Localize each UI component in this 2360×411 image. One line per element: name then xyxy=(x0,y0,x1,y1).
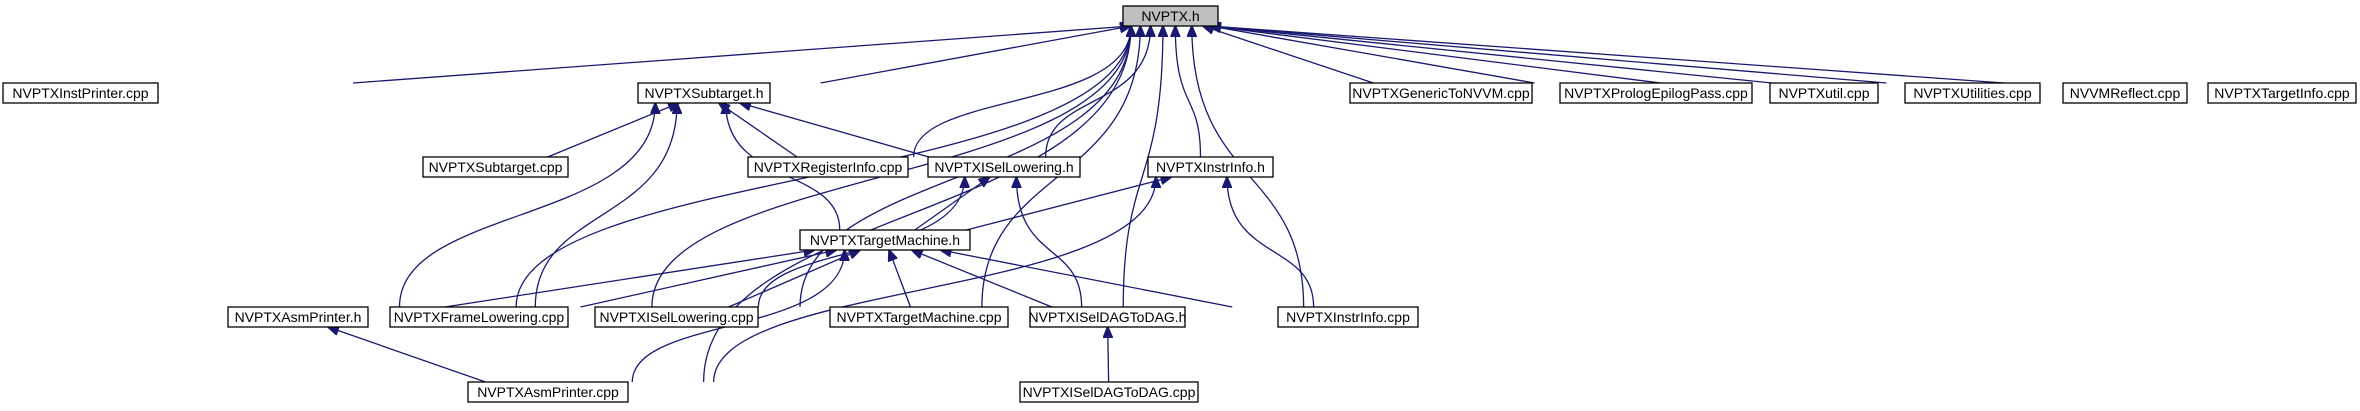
node-label: NVPTXGenericToNVVM.cpp xyxy=(1352,85,1530,101)
node-box[interactable] xyxy=(637,82,771,104)
node-box[interactable] xyxy=(2062,82,2188,104)
node-label: NVPTXTargetMachine.h xyxy=(810,232,960,248)
node-label: NVPTXSubtarget.cpp xyxy=(429,159,563,175)
node-box[interactable] xyxy=(2207,82,2357,104)
edge-nvptxasmprinter_cpp-to-nvptxinstrinfo_h xyxy=(712,177,1156,383)
node-nvptxgenerictonvvm_cpp[interactable]: NVPTXGenericToNVVM.cpp xyxy=(1349,82,1533,104)
node-box[interactable] xyxy=(747,156,909,178)
edge-nvptxutil_cpp-to-nvptx_h xyxy=(1210,26,1661,84)
edge-nvptxiseldagtodag_h-to-nvptx_h xyxy=(1122,26,1163,308)
node-label: NVPTXPrologEpilogPass.cpp xyxy=(1564,85,1748,101)
node-label: NVPTX.h xyxy=(1141,8,1199,24)
edge-nvptxasmprinter_h-to-nvptxsubtarget_h xyxy=(398,103,656,308)
node-box[interactable] xyxy=(422,156,569,178)
node-nvvmreflect_cpp[interactable]: NVVMReflect.cpp xyxy=(2062,82,2188,104)
node-nvptxtargetmachine_cpp[interactable]: NVPTXTargetMachine.cpp xyxy=(829,306,1009,328)
node-box[interactable] xyxy=(467,381,629,403)
node-nvptxsubtarget_h[interactable]: NVPTXSubtarget.h xyxy=(637,82,771,104)
node-box[interactable] xyxy=(799,229,971,251)
node-label: NVPTXISelLowering.h xyxy=(934,159,1073,175)
node-label: NVPTXutil.cpp xyxy=(1778,85,1869,101)
node-label: NVPTXFrameLowering.cpp xyxy=(394,309,565,325)
node-box[interactable] xyxy=(927,156,1081,178)
node-nvptxframelowering_cpp[interactable]: NVPTXFrameLowering.cpp xyxy=(389,306,569,328)
node-nvptxutilities_cpp[interactable]: NVPTXUtilities.cpp xyxy=(1904,82,2041,104)
node-box[interactable] xyxy=(389,306,569,328)
node-nvptxutil_cpp[interactable]: NVPTXutil.cpp xyxy=(1769,82,1879,104)
node-box[interactable] xyxy=(1904,82,2041,104)
node-box[interactable] xyxy=(594,306,759,328)
node-label: NVPTXAsmPrinter.h xyxy=(235,309,362,325)
node-box[interactable] xyxy=(829,306,1009,328)
node-label: NVPTXISelDAGToDAG.cpp xyxy=(1023,384,1196,400)
edge-nvptxprologepilogpass_cpp-to-nvptx_h xyxy=(1210,26,1535,84)
node-box[interactable] xyxy=(1029,306,1186,328)
node-nvptxtargetinfo_cpp[interactable]: NVPTXTargetInfo.cpp xyxy=(2207,82,2357,104)
node-nvptxisellowering_h[interactable]: NVPTXISelLowering.h xyxy=(927,156,1081,178)
node-nvptxinstrinfo_cpp[interactable]: NVPTXInstrInfo.cpp xyxy=(1277,306,1419,328)
node-label: NVPTXInstPrinter.cpp xyxy=(12,85,148,101)
node-label: NVPTXAsmPrinter.cpp xyxy=(477,384,619,400)
node-nvptxiseldagtodag_cpp[interactable]: NVPTXISelDAGToDAG.cpp xyxy=(1019,381,1199,403)
edge-nvptxisellowering_h-to-nvptx_h xyxy=(1044,26,1151,158)
node-label: NVPTXTargetInfo.cpp xyxy=(2214,85,2350,101)
node-label: NVVMReflect.cpp xyxy=(2070,85,2181,101)
node-box[interactable] xyxy=(1147,156,1274,178)
edge-nvptxtargetmachine_cpp-to-nvptxtargetmachine_h xyxy=(889,250,912,308)
node-nvptx_h[interactable]: NVPTX.h xyxy=(1122,5,1219,27)
node-label: NVPTXSubtarget.h xyxy=(644,85,763,101)
edge-nvptxframelowering_cpp-to-nvptxtargetmachine_h xyxy=(580,250,837,308)
edge-nvptxsubtarget_cpp-to-nvptxsubtarget_h xyxy=(547,103,679,158)
node-nvptxregisterinfo_cpp[interactable]: NVPTXRegisterInfo.cpp xyxy=(747,156,909,178)
edges-layer xyxy=(328,26,2005,383)
node-nvptxiseldagtodag_h[interactable]: NVPTXISelDAGToDAG.h xyxy=(1029,306,1187,328)
edge-nvptxtargetmachine_h-to-nvptxinstrinfo_h xyxy=(966,177,1171,231)
edge-nvvmreflect_cpp-to-nvptx_h xyxy=(1210,26,1887,84)
node-nvptxasmprinter_h[interactable]: NVPTXAsmPrinter.h xyxy=(227,306,369,328)
node-box[interactable] xyxy=(1349,82,1533,104)
edge-nvptxisellowering_cpp-to-nvptxtargetmachine_h xyxy=(728,250,860,308)
node-box[interactable] xyxy=(1019,381,1199,403)
node-label: NVPTXInstrInfo.h xyxy=(1156,159,1265,175)
edge-nvptxisellowering_h-to-nvptxsubtarget_h xyxy=(740,103,930,158)
node-nvptxsubtarget_cpp[interactable]: NVPTXSubtarget.cpp xyxy=(422,156,569,178)
node-nvptxasmprinter_cpp[interactable]: NVPTXAsmPrinter.cpp xyxy=(467,381,629,403)
node-nvptxtargetmachine_h[interactable]: NVPTXTargetMachine.h xyxy=(799,229,971,251)
edge-nvptxregisterinfo_cpp-to-nvptxsubtarget_h xyxy=(719,103,798,158)
node-nvptxprologepilogpass_cpp[interactable]: NVPTXPrologEpilogPass.cpp xyxy=(1559,82,1753,104)
edge-nvptxasmprinter_cpp-to-nvptxasmprinter_h xyxy=(328,327,486,383)
edge-nvptxframelowering_cpp-to-nvptxsubtarget_h xyxy=(534,103,677,308)
node-label: NVPTXRegisterInfo.cpp xyxy=(754,159,903,175)
node-box[interactable] xyxy=(227,306,369,328)
node-nvptxinstrinfo_h[interactable]: NVPTXInstrInfo.h xyxy=(1147,156,1274,178)
edge-nvptxinstrinfo_h-to-nvptx_h xyxy=(1175,26,1202,158)
node-label: NVPTXISelLowering.cpp xyxy=(599,309,753,325)
edge-nvptxtargetinfo_cpp-to-nvptx_h xyxy=(1210,26,2005,84)
edge-nvptxtargetmachine_h-to-nvptxisellowering_h xyxy=(914,177,990,231)
node-box[interactable] xyxy=(2,82,159,104)
node-label: NVPTXTargetMachine.cpp xyxy=(837,309,1002,325)
node-box[interactable] xyxy=(1559,82,1753,104)
edge-nvptxregisterinfo_cpp-to-nvptx_h xyxy=(912,26,1131,158)
node-label: NVPTXUtilities.cpp xyxy=(1913,85,2031,101)
node-box[interactable] xyxy=(1769,82,1879,104)
edge-nvptxsubtarget_h-to-nvptx_h xyxy=(820,26,1131,84)
edge-nvptxutilities_cpp-to-nvptx_h xyxy=(1210,26,1773,84)
edge-nvptxiseldagtodag_cpp-to-nvptxiseldagtodag_h xyxy=(1108,327,1109,383)
node-box[interactable] xyxy=(1277,306,1419,328)
edge-nvptxgenerictonvvm_cpp-to-nvptx_h xyxy=(1203,26,1374,84)
edge-nvptxinstrinfo_cpp-to-nvptxtargetmachine_h xyxy=(941,250,1233,308)
node-nvptxisellowering_cpp[interactable]: NVPTXISelLowering.cpp xyxy=(594,306,759,328)
edge-nvptxinstprinter_cpp-to-nvptx_h xyxy=(352,26,1131,84)
edge-nvptxiseldagtodag_h-to-nvptxtargetmachine_h xyxy=(912,250,1053,308)
node-label: NVPTXISelDAGToDAG.h xyxy=(1029,309,1187,325)
node-label: NVPTXInstrInfo.cpp xyxy=(1286,309,1410,325)
node-nvptxinstprinter_cpp[interactable]: NVPTXInstPrinter.cpp xyxy=(2,82,159,104)
edge-nvptxasmprinter_h-to-nvptxtargetmachine_h xyxy=(444,250,815,308)
edge-nvptxiseldagtodag_h-to-nvptxisellowering_h xyxy=(1016,177,1083,308)
edge-nvptxinstrinfo_cpp-to-nvptxinstrinfo_h xyxy=(1227,177,1315,308)
node-box[interactable] xyxy=(1122,5,1219,27)
